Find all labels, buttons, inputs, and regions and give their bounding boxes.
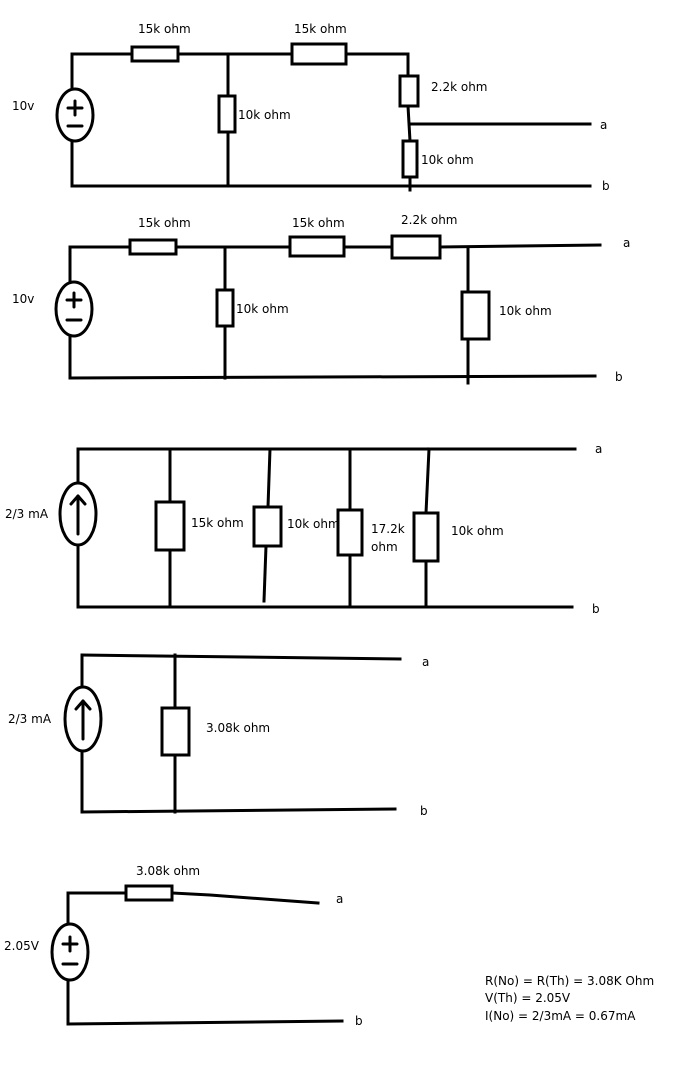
circuit-5-node-b-label: b <box>355 1014 363 1028</box>
result-current: I(No) = 2/3mA = 0.67mA <box>485 1009 636 1023</box>
circuit-1-resistor-upper <box>398 74 420 108</box>
circuit-3-node-a-label: a <box>595 442 602 456</box>
circuit-3-wires <box>76 447 577 609</box>
circuit-3-resistor-2 <box>252 505 283 548</box>
circuit-1-r-series-2-label: 15k ohm <box>294 22 347 36</box>
circuit-5-r-1-label: 3.08k ohm <box>136 864 200 878</box>
circuit-2-r-series-3-label: 2.2k ohm <box>401 213 457 227</box>
circuit-2-r-series-1-label: 15k ohm <box>138 216 191 230</box>
circuit-2-r-series-2-label: 15k ohm <box>292 216 345 230</box>
circuit-3-current-source <box>58 481 98 547</box>
circuit-3-source-label: 2/3 mA <box>5 507 49 521</box>
circuit-1-resistor-series-2 <box>290 42 348 66</box>
circuit-2-wires <box>68 243 602 385</box>
circuit-3-r-3-label-line1: 17.2k <box>371 522 405 536</box>
circuit-1-r-upper-label: 2.2k ohm <box>431 80 487 94</box>
circuit-1: 10v 15k ohm 15k ohm 10k ohm 2.2k ohm 10k… <box>12 22 610 193</box>
circuit-1-voltage-source <box>55 87 95 143</box>
circuit-3: 2/3 mA 15k ohm 10k ohm 17.2k ohm 10k ohm… <box>5 442 602 616</box>
circuit-1-r-lower-label: 10k ohm <box>421 153 474 167</box>
circuit-2-source-label: 10v <box>12 292 34 306</box>
circuit-1-r-series-1-label: 15k ohm <box>138 22 191 36</box>
circuit-1-wires <box>70 52 592 192</box>
result-voltage: V(Th) = 2.05V <box>485 991 571 1005</box>
circuit-2-resistor-shunt-2 <box>460 290 491 341</box>
circuit-3-node-b-label: b <box>592 602 600 616</box>
circuit-5-wires <box>66 891 344 1026</box>
circuit-2-node-b-label: b <box>615 370 623 384</box>
circuit-2: 10v 15k ohm 15k ohm 2.2k ohm 10k ohm 10k… <box>12 213 630 385</box>
circuit-4-node-b-label: b <box>420 804 428 818</box>
circuit-3-resistor-1 <box>154 500 186 552</box>
circuit-2-voltage-source <box>54 280 94 338</box>
circuit-2-r-shunt-2-label: 10k ohm <box>499 304 552 318</box>
circuit-1-node-b-label: b <box>602 179 610 193</box>
circuit-2-node-a-label: a <box>623 236 630 250</box>
circuit-2-resistor-shunt-1 <box>215 288 235 328</box>
circuit-1-source-label: 10v <box>12 99 34 113</box>
circuit-2-r-shunt-1-label: 10k ohm <box>236 302 289 316</box>
circuit-4-resistor-1 <box>160 706 191 757</box>
circuit-3-r-1-label: 15k ohm <box>191 516 244 530</box>
results-block: R(No) = R(Th) = 3.08K Ohm V(Th) = 2.05V … <box>485 974 654 1023</box>
circuit-4-source-label: 2/3 mA <box>8 712 52 726</box>
circuit-3-r-4-label: 10k ohm <box>451 524 504 538</box>
result-resistance: R(No) = R(Th) = 3.08K Ohm <box>485 974 654 988</box>
circuit-4-node-a-label: a <box>422 655 429 669</box>
circuit-1-resistor-lower <box>401 139 419 179</box>
circuit-5-source-label: 2.05V <box>4 939 40 953</box>
circuit-5-resistor-1 <box>124 884 174 902</box>
circuit-5: 2.05V 3.08k ohm a b <box>4 864 363 1028</box>
circuit-3-resistor-3 <box>336 508 364 557</box>
circuit-5-node-a-label: a <box>336 892 343 906</box>
circuit-3-resistor-4 <box>412 511 440 563</box>
circuit-2-resistor-series-2 <box>288 235 346 258</box>
circuit-3-r-3-label-line2: ohm <box>371 540 398 554</box>
circuit-1-node-a-label: a <box>600 118 607 132</box>
circuit-5-voltage-source <box>50 922 90 982</box>
circuit-4-wires <box>80 653 402 814</box>
circuit-4-current-source <box>63 685 103 753</box>
circuit-1-resistor-series-1 <box>130 45 180 63</box>
circuit-2-resistor-series-1 <box>128 238 178 256</box>
circuit-1-r-shunt-1-label: 10k ohm <box>238 108 291 122</box>
circuit-4: 2/3 mA 3.08k ohm a b <box>8 653 429 818</box>
circuit-3-r-2-label: 10k ohm <box>287 517 340 531</box>
circuit-4-r-1-label: 3.08k ohm <box>206 721 270 735</box>
circuit-1-resistor-shunt-1 <box>217 94 237 134</box>
circuit-2-resistor-series-3 <box>390 234 442 260</box>
